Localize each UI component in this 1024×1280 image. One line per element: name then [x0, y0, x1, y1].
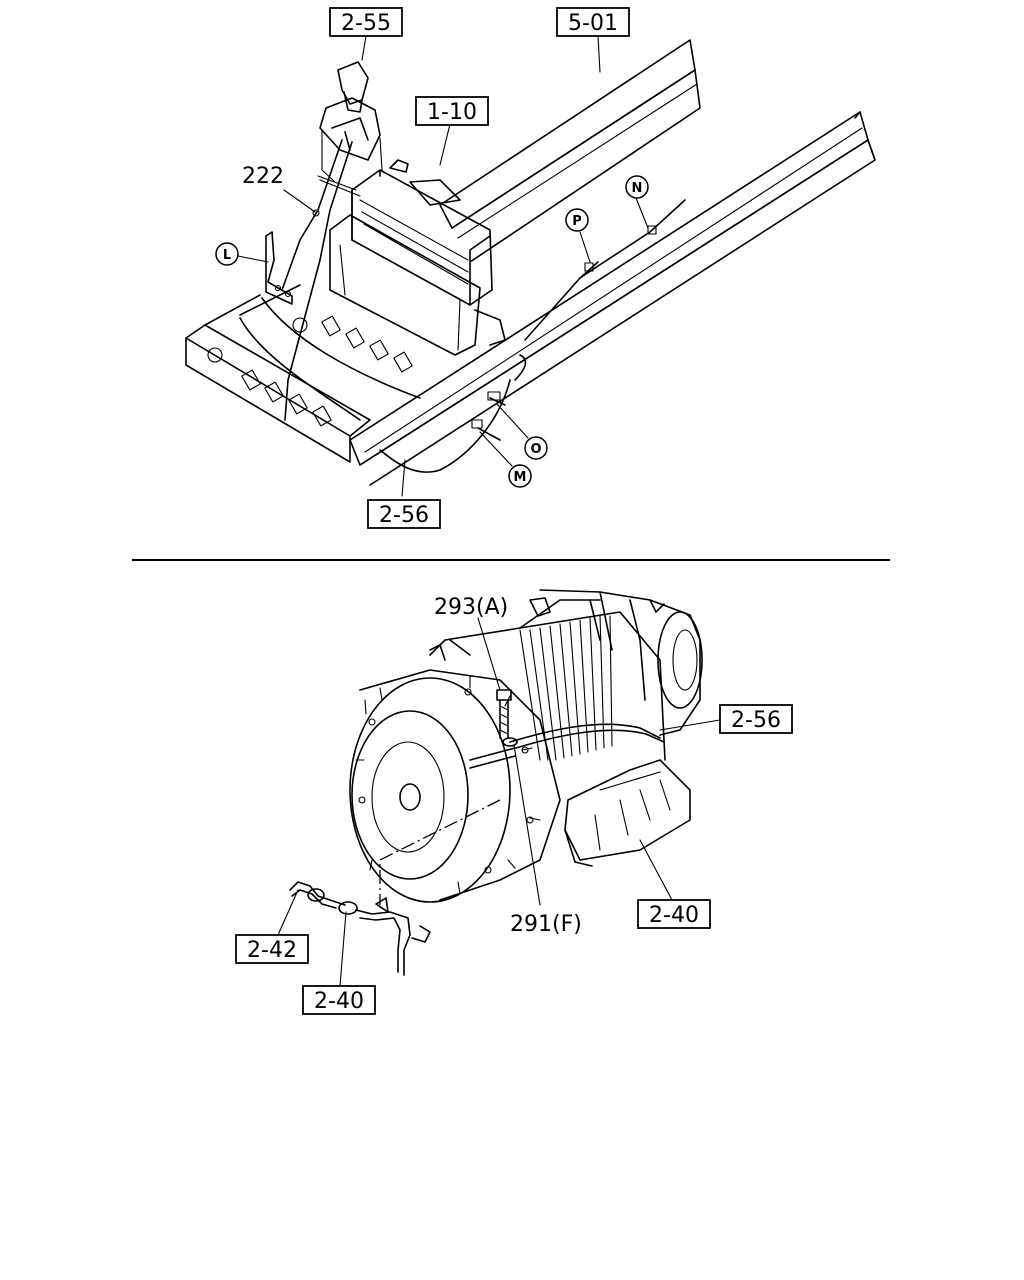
- marker-o: O: [524, 436, 548, 460]
- marker-p: P: [565, 208, 589, 232]
- callout-2-55: 2-55: [329, 7, 403, 37]
- bracket-l: [265, 231, 293, 305]
- callout-1-10: 1-10: [415, 96, 489, 126]
- marker-m: M: [508, 464, 532, 488]
- callout-2-40-left: 2-40: [302, 985, 376, 1015]
- callout-5-01: 5-01: [556, 7, 630, 37]
- marker-p-text: P: [572, 214, 582, 229]
- cross-member: [185, 284, 421, 463]
- bell-housing: [349, 669, 561, 903]
- left-frame-rail: [439, 39, 701, 263]
- callout-5-01-text: 5-01: [568, 11, 618, 36]
- part-222: 222: [242, 164, 284, 189]
- callout-2-40-right: 2-40: [637, 899, 711, 929]
- rear-housing: [539, 589, 703, 736]
- right-frame-rail: [349, 111, 876, 486]
- marker-o-text: O: [530, 442, 541, 457]
- cables: [379, 199, 686, 473]
- callout-2-56-bottom: 2-56: [719, 704, 793, 734]
- bottom-leaders: [277, 617, 721, 987]
- connector-harness: [289, 881, 431, 976]
- top-assembly: [185, 35, 876, 497]
- part-293-a: 293(A): [434, 595, 508, 620]
- marker-l-text: L: [223, 248, 231, 263]
- callout-1-10-text: 1-10: [427, 100, 477, 125]
- callout-2-56-top-text: 2-56: [379, 503, 429, 528]
- marker-m-text: M: [514, 470, 527, 485]
- harness-routing: [379, 799, 501, 905]
- marker-n: N: [625, 175, 649, 199]
- callout-2-42: 2-42: [235, 934, 309, 964]
- oil-pan: [564, 759, 691, 867]
- sensor-bolt: [469, 689, 665, 769]
- transmission-case: [429, 597, 666, 761]
- marker-n-text: N: [632, 181, 643, 196]
- control-unit: [317, 159, 506, 356]
- callout-2-40-right-text: 2-40: [649, 903, 699, 928]
- top-leaders: [237, 35, 649, 497]
- callout-2-55-text: 2-55: [341, 11, 391, 36]
- callout-2-56-top: 2-56: [367, 499, 441, 529]
- callout-2-40-left-text: 2-40: [314, 989, 364, 1014]
- marker-l: L: [215, 242, 239, 266]
- bottom-assembly: [277, 589, 721, 987]
- shift-lever: [281, 61, 383, 421]
- callout-2-42-text: 2-42: [247, 938, 297, 963]
- callout-2-56-bottom-text: 2-56: [731, 708, 781, 733]
- part-291-f: 291(F): [510, 912, 582, 937]
